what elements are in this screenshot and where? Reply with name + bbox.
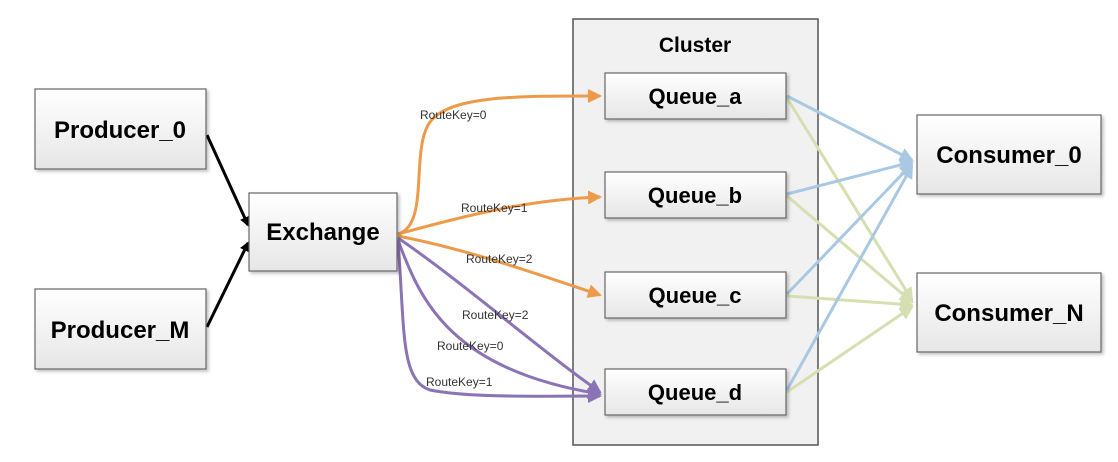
label-rk1-to-b: RouteKey=1 (461, 201, 528, 215)
label-rk1-to-d: RouteKey=1 (426, 375, 493, 389)
nodes: Producer_0 Producer_M Exchange Queue_a Q… (34, 72, 1102, 416)
edge-queue-d-consumer-n (786, 305, 914, 394)
node-exchange-label: Exchange (266, 219, 379, 246)
edge-producer-0-exchange (205, 134, 250, 227)
node-producer-m-label: Producer_M (51, 317, 190, 344)
node-producer-0: Producer_0 (34, 88, 207, 170)
consumer-connections (785, 94, 914, 394)
edge-exchange-queue-b (397, 190, 602, 236)
node-consumer-0-label: Consumer_0 (936, 142, 1081, 169)
purple-routes (396, 236, 602, 404)
node-producer-0-label: Producer_0 (54, 117, 186, 144)
node-producer-m: Producer_M (34, 288, 207, 370)
edge-exchange-queue-c (397, 234, 602, 298)
node-queue-d-label: Queue_d (648, 380, 742, 405)
edge-queue-a-consumer-n (785, 97, 914, 302)
label-rk2-to-c: RouteKey=2 (466, 252, 533, 266)
node-queue-b-label: Queue_b (648, 183, 742, 208)
edge-queue-b-consumer-0 (786, 158, 914, 196)
label-rk2-to-d: RouteKey=2 (462, 308, 529, 322)
node-queue-b: Queue_b (604, 171, 787, 219)
edge-queue-b-consumer-n (786, 194, 914, 304)
node-exchange: Exchange (248, 192, 398, 272)
edge-exchange-queue-d-rk0 (396, 239, 602, 400)
edge-exchange-queue-a (397, 88, 602, 236)
node-queue-d: Queue_d (604, 368, 787, 416)
edge-producer-m-exchange (205, 241, 250, 328)
edge-labels: RouteKey=0 RouteKey=1 RouteKey=2 RouteKe… (420, 108, 533, 389)
label-rk0-to-a: RouteKey=0 (420, 108, 487, 122)
producer-connections (205, 134, 250, 328)
node-queue-a-label: Queue_a (649, 84, 743, 109)
edge-exchange-queue-d-rk2 (397, 236, 602, 394)
edge-queue-c-consumer-n (786, 294, 914, 312)
edge-exchange-queue-d-rk1 (396, 241, 602, 404)
cluster-title: Cluster (659, 34, 731, 57)
label-rk0-to-d: RouteKey=0 (437, 339, 504, 353)
edge-queue-c-consumer-0 (785, 162, 914, 296)
edge-queue-d-consumer-0 (785, 164, 914, 391)
node-consumer-n: Consumer_N (916, 272, 1102, 353)
edge-queue-a-consumer-0 (786, 94, 914, 162)
node-consumer-n-label: Consumer_N (934, 300, 1083, 327)
orange-routes (397, 88, 602, 298)
node-consumer-0: Consumer_0 (916, 114, 1102, 195)
node-queue-a: Queue_a (604, 72, 787, 120)
node-queue-c: Queue_c (604, 271, 787, 319)
node-queue-c-label: Queue_c (649, 283, 742, 308)
